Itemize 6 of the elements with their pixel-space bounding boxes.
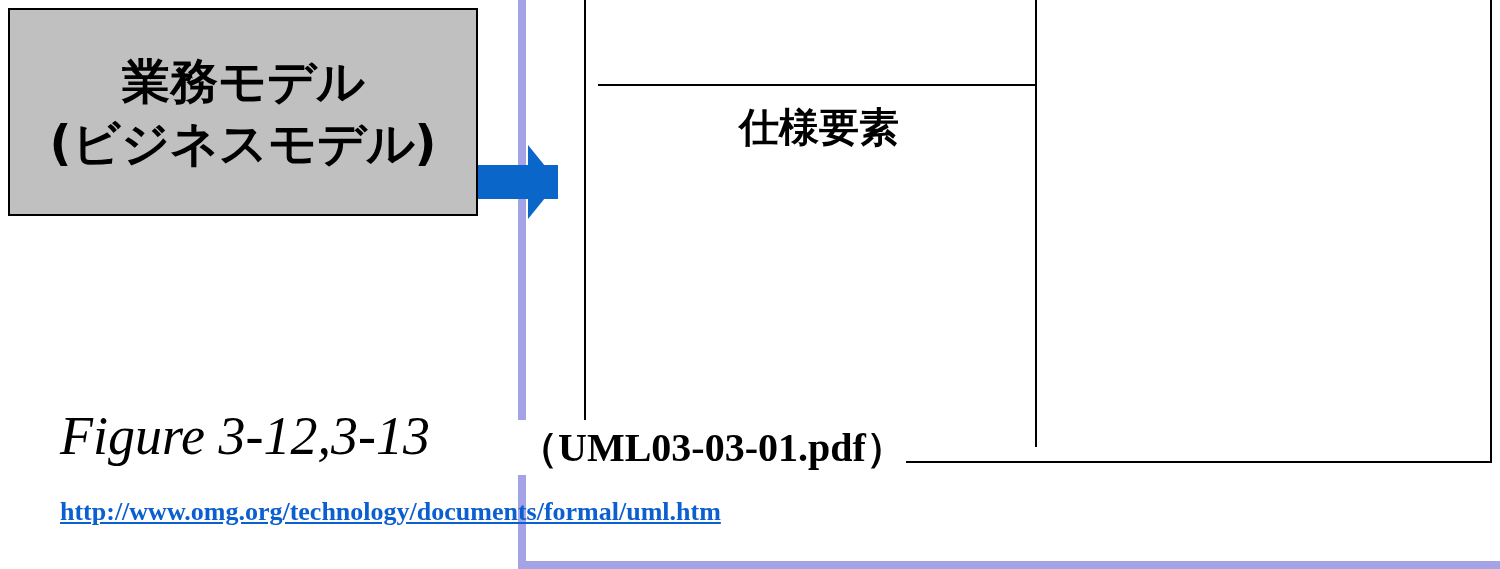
file-name: （UML03-03-01.pdf） (518, 420, 906, 475)
process-box: 業務モデル (ビジネスモデル) (8, 8, 478, 216)
cell-text: 仕様要素 (600, 100, 1038, 160)
block-arrow (478, 145, 558, 219)
url-link: http://www.omg.org/technology/documents/formal/uml.htm (60, 497, 721, 527)
figure-caption: Figure 3-12,3-13 (60, 405, 430, 467)
